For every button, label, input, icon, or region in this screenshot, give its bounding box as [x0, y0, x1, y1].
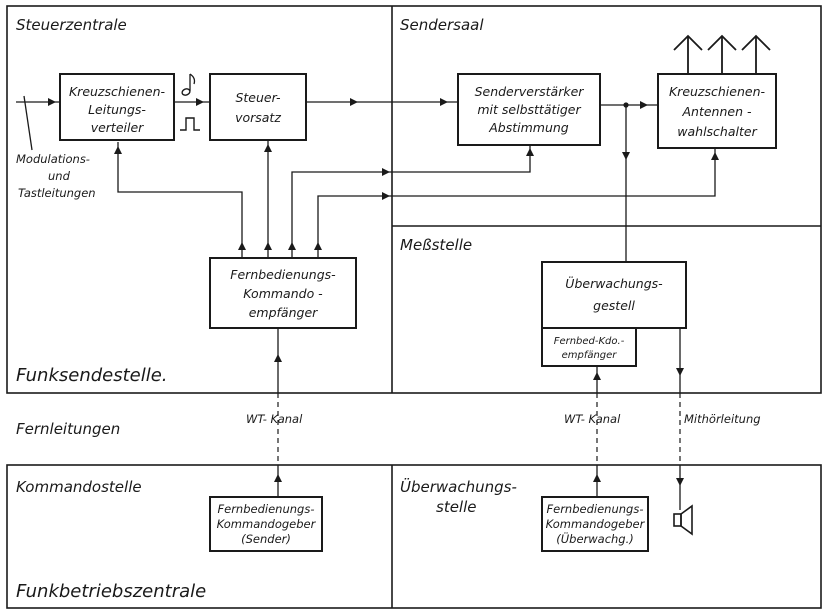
label-wt-kanal-left: WT- Kanal [246, 412, 303, 426]
svg-text:Kreuzschienen-: Kreuzschienen- [69, 84, 166, 99]
svg-text:Überwachungs-: Überwachungs- [565, 275, 663, 291]
control-line-senderverstaerker [291, 145, 531, 258]
block-senderverstaerker: Senderverstärker mit selbsttätiger Absti… [457, 73, 601, 146]
arrowheads [48, 98, 719, 486]
funkbetriebszentrale-frame [6, 464, 822, 609]
region-messstelle: Meßstelle [400, 236, 472, 254]
svg-text:empfänger: empfänger [562, 350, 618, 361]
control-line-antennenwahlschalter [317, 148, 716, 258]
block-kreuzschienen-leitungsverteiler: Kreuzschienen- Leitungs- verteiler [59, 73, 175, 141]
block-kommandogeber-ueberwachung: Fernbedienungs- Kommandogeber (Überwachg… [541, 496, 649, 552]
svg-text:Fernbedienungs-: Fernbedienungs- [230, 267, 336, 282]
svg-text:(Sender): (Sender) [241, 532, 291, 546]
block-steuervorsatz: Steuer- vorsatz [209, 73, 307, 141]
note-icon [181, 73, 196, 96]
block-antennenwahlschalter: Kreuzschienen- Antennen - wahlschalter [657, 73, 777, 149]
funksendestelle-frame [6, 5, 822, 394]
block-kommandoempfaenger: Fernbedienungs- Kommando - empfänger [209, 257, 357, 329]
svg-text:Modulations-: Modulations- [16, 152, 90, 166]
svg-text:(Überwachg.): (Überwachg.) [556, 530, 634, 546]
loudspeaker-icon [673, 504, 693, 536]
block-ueberwachungsgestell: Überwachungs- gestell [541, 261, 687, 329]
svg-text:Fernbedienungs-: Fernbedienungs- [218, 502, 315, 516]
svg-text:stelle: stelle [436, 498, 477, 516]
svg-text:wahlschalter: wahlschalter [677, 124, 757, 139]
svg-text:und: und [48, 169, 71, 183]
block-kommandogeber-sender: Fernbedienungs- Kommandogeber (Sender) [209, 496, 323, 552]
svg-text:Tastleitungen: Tastleitungen [18, 186, 96, 200]
svg-text:Kommando -: Kommando - [243, 286, 323, 301]
svg-text:empfänger: empfänger [249, 305, 318, 320]
region-sendersaal: Sendersaal [400, 16, 484, 34]
label-mithoerleitung: Mithörleitung [684, 412, 761, 426]
label-wt-kanal-right: WT- Kanal [564, 412, 621, 426]
region-ueberwachungsstelle: Überwachungs- stelle [400, 477, 517, 516]
control-line-verteiler [117, 142, 243, 258]
svg-text:Kreuzschienen-: Kreuzschienen- [669, 84, 766, 99]
svg-text:mit selbsttätiger: mit selbsttätiger [477, 102, 581, 117]
pulse-icon [180, 117, 200, 131]
svg-text:verteiler: verteiler [91, 120, 144, 135]
region-funksendestelle: Funksendestelle. [16, 365, 168, 386]
block-fernbed-kdo-empfaenger: Fernbed-Kdo.- empfänger [541, 327, 637, 367]
svg-text:Senderverstärker: Senderverstärker [475, 84, 585, 99]
svg-text:Steuer-: Steuer- [235, 90, 281, 105]
label-modulations-tastleitungen: Modulations- und Tastleitungen [16, 152, 96, 200]
svg-text:Fernbed-Kdo.-: Fernbed-Kdo.- [554, 336, 625, 347]
svg-text:Überwachungs-: Überwachungs- [400, 477, 517, 496]
region-funkbetriebszentrale: Funkbetriebszentrale [16, 581, 206, 602]
svg-text:Abstimmung: Abstimmung [488, 120, 569, 135]
label-fernleitungen: Fernleitungen [16, 420, 120, 438]
svg-text:Fernbedienungs-: Fernbedienungs- [547, 502, 644, 516]
antenna-icon [673, 34, 771, 74]
svg-text:Kommandogeber: Kommandogeber [217, 517, 317, 531]
svg-text:gestell: gestell [593, 298, 635, 313]
svg-text:vorsatz: vorsatz [235, 110, 281, 125]
label-leader-line [23, 95, 33, 151]
svg-text:Leitungs-: Leitungs- [88, 102, 146, 117]
region-steuerzentrale: Steuerzentrale [16, 16, 127, 34]
svg-text:Antennen -: Antennen - [681, 104, 751, 119]
region-kommandostelle: Kommandostelle [16, 478, 142, 496]
svg-text:Kommandogeber: Kommandogeber [546, 517, 646, 531]
